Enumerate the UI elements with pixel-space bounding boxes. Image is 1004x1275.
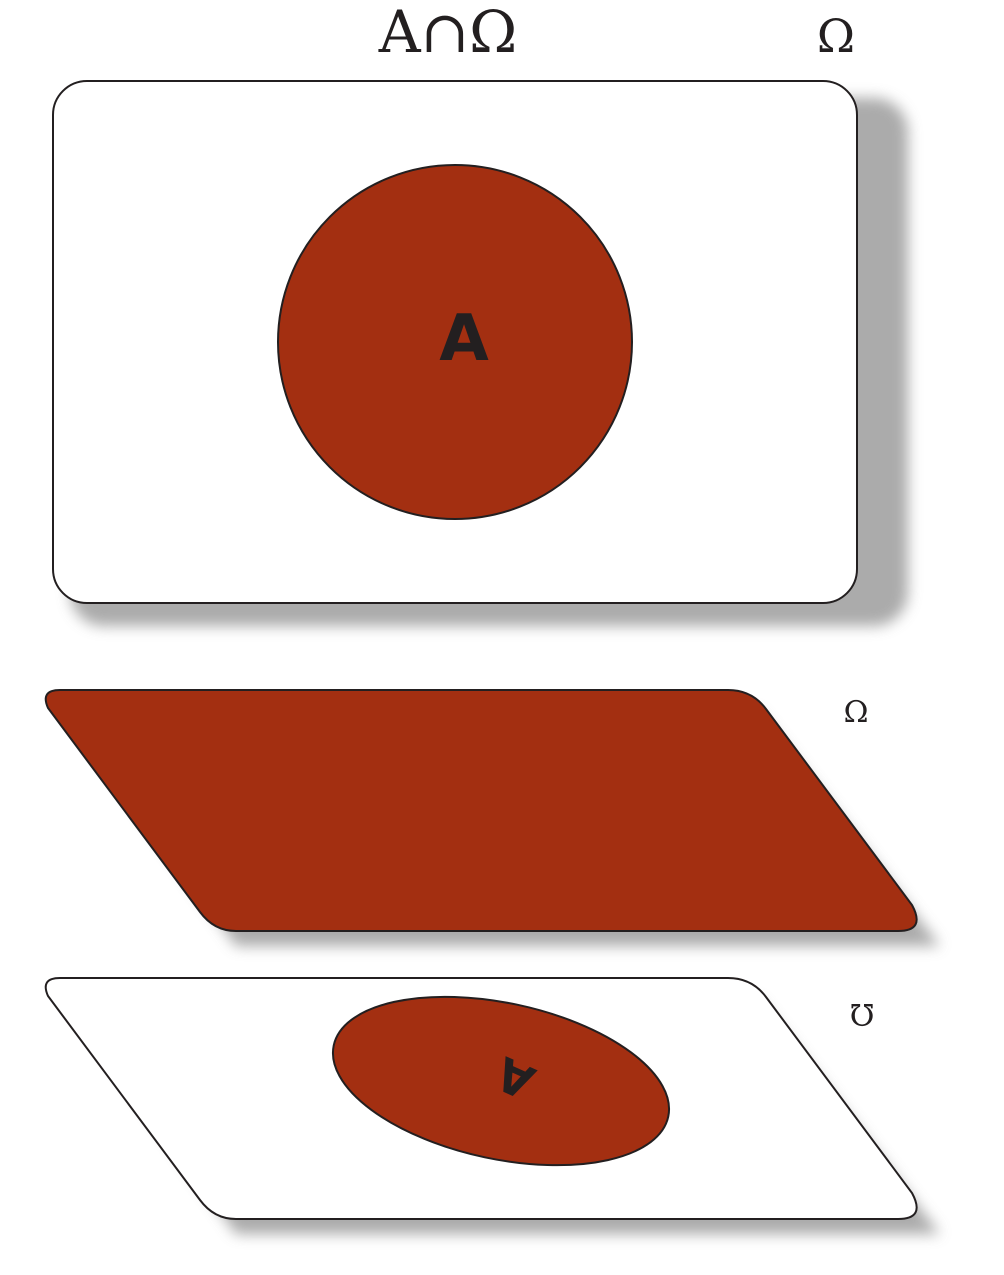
universe-label-middle: Ω <box>844 695 869 730</box>
panel-front-view: A <box>52 80 908 626</box>
title-intersection-label: A∩Ω <box>378 0 518 66</box>
panel-layer-set-A: Ω <box>44 689 940 946</box>
set-A-label: A <box>439 302 489 376</box>
universe-label-top: Ω <box>817 9 855 63</box>
universe-label-bottom: Ω <box>850 996 875 1031</box>
set-A-circle <box>277 164 633 520</box>
set-A-ellipse <box>331 995 671 1167</box>
layer-A-parallelogram <box>44 689 918 932</box>
panel-layer-universe: A Ω <box>44 977 940 1234</box>
